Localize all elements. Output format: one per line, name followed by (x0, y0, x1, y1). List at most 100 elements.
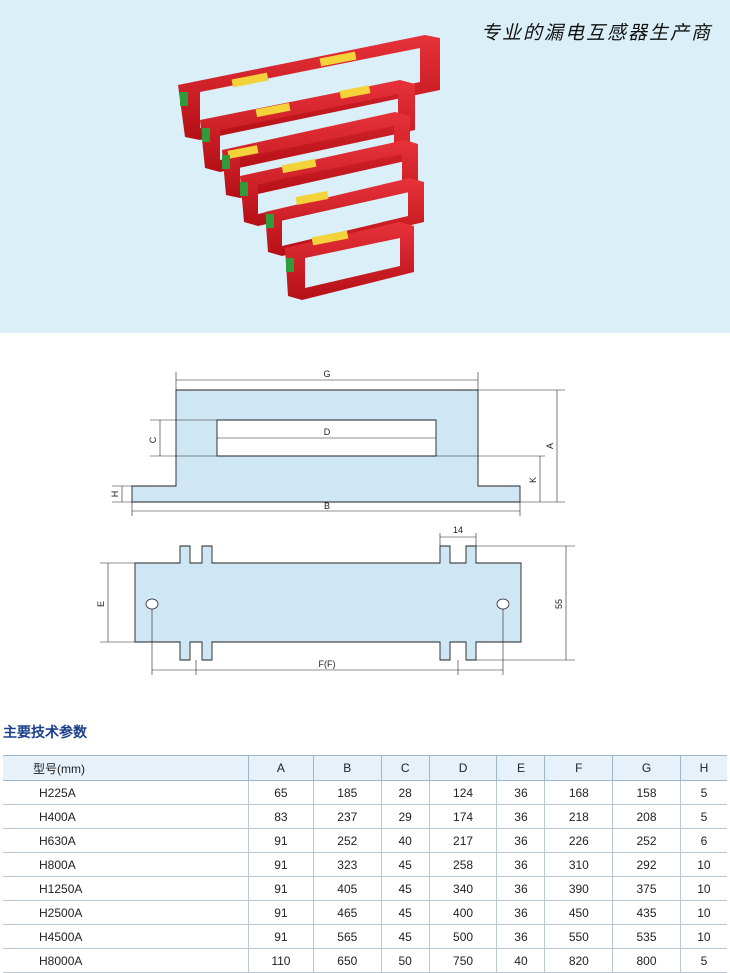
value-cell: 29 (380, 804, 430, 829)
value-cell: 174 (428, 804, 498, 829)
value-cell: 800 (612, 948, 681, 973)
value-cell: 10 (679, 924, 727, 949)
value-cell: 40 (496, 948, 546, 973)
dim-label-14: 14 (453, 525, 463, 535)
value-cell: 465 (312, 900, 382, 925)
front-view-outline (131, 389, 521, 503)
value-cell: 6 (679, 828, 727, 853)
model-cell: H225A (3, 780, 249, 805)
value-cell: 36 (496, 924, 546, 949)
value-cell: 340 (428, 876, 498, 901)
value-cell: 217 (428, 828, 498, 853)
dim-label-h: H (110, 491, 120, 498)
value-cell: 110 (247, 948, 314, 973)
model-cell: H800A (3, 852, 249, 877)
value-cell: 45 (380, 876, 430, 901)
col-header-b: B (312, 755, 382, 781)
table-header-row: 型号(mm) A B C D E F G H (3, 755, 727, 781)
dim-label-a: A (545, 443, 555, 449)
value-cell: 435 (612, 900, 681, 925)
value-cell: 252 (312, 828, 382, 853)
value-cell: 820 (544, 948, 614, 973)
col-header-model: 型号(mm) (3, 755, 249, 781)
value-cell: 500 (428, 924, 498, 949)
value-cell: 124 (428, 780, 498, 805)
transformer-frame-6 (285, 222, 414, 300)
value-cell: 91 (247, 924, 314, 949)
model-cell: H400A (3, 804, 249, 829)
company-slogan: 专业的漏电互感器生产商 (480, 22, 712, 44)
value-cell: 226 (544, 828, 614, 853)
col-header-h: H (679, 755, 727, 781)
value-cell: 36 (496, 852, 546, 877)
value-cell: 185 (312, 780, 382, 805)
value-cell: 375 (612, 876, 681, 901)
product-photo (178, 35, 440, 300)
model-cell: H630A (3, 828, 249, 853)
value-cell: 550 (544, 924, 614, 949)
model-cell: H1250A (3, 876, 249, 901)
value-cell: 158 (612, 780, 681, 805)
value-cell: 168 (544, 780, 614, 805)
col-header-c: C (380, 755, 430, 781)
value-cell: 400 (428, 900, 498, 925)
value-cell: 45 (380, 924, 430, 949)
value-cell: 565 (312, 924, 382, 949)
value-cell: 91 (247, 828, 314, 853)
col-header-g: G (612, 755, 681, 781)
value-cell: 258 (428, 852, 498, 877)
value-cell: 36 (496, 828, 546, 853)
value-cell: 10 (679, 900, 727, 925)
value-cell: 45 (380, 852, 430, 877)
transformer-frame-2 (200, 80, 415, 172)
dim-label-g: G (323, 369, 330, 379)
value-cell: 50 (380, 948, 430, 973)
value-cell: 390 (544, 876, 614, 901)
value-cell: 237 (312, 804, 382, 829)
value-cell: 36 (496, 876, 546, 901)
value-cell: 535 (612, 924, 681, 949)
bottom-view-outline (134, 545, 522, 661)
value-cell: 5 (679, 780, 727, 805)
value-cell: 36 (496, 780, 546, 805)
value-cell: 450 (544, 900, 614, 925)
value-cell: 310 (544, 852, 614, 877)
value-cell: 10 (679, 876, 727, 901)
value-cell: 91 (247, 876, 314, 901)
value-cell: 405 (312, 876, 382, 901)
value-cell: 91 (247, 852, 314, 877)
col-header-d: D (428, 755, 498, 781)
value-cell: 323 (312, 852, 382, 877)
value-cell: 5 (679, 948, 727, 973)
value-cell: 28 (380, 780, 430, 805)
value-cell: 292 (612, 852, 681, 877)
value-cell: 650 (312, 948, 382, 973)
value-cell: 10 (679, 852, 727, 877)
value-cell: 36 (496, 900, 546, 925)
value-cell: 83 (247, 804, 314, 829)
section-title: 主要技术参数 (3, 725, 87, 741)
dim-label-c: C (148, 436, 158, 443)
value-cell: 40 (380, 828, 430, 853)
dim-label-f: F(F) (319, 659, 336, 669)
dim-label-k: K (528, 477, 538, 483)
value-cell: 65 (247, 780, 314, 805)
dim-label-b: B (324, 501, 330, 511)
model-cell: H4500A (3, 924, 249, 949)
value-cell: 252 (612, 828, 681, 853)
dim-label-e: E (96, 601, 106, 607)
dim-label-d: D (324, 427, 331, 437)
col-header-f: F (544, 755, 614, 781)
col-header-e: E (496, 755, 546, 781)
col-header-a: A (247, 755, 314, 781)
dim-label-55: 55 (554, 599, 564, 609)
model-cell: H2500A (3, 900, 249, 925)
